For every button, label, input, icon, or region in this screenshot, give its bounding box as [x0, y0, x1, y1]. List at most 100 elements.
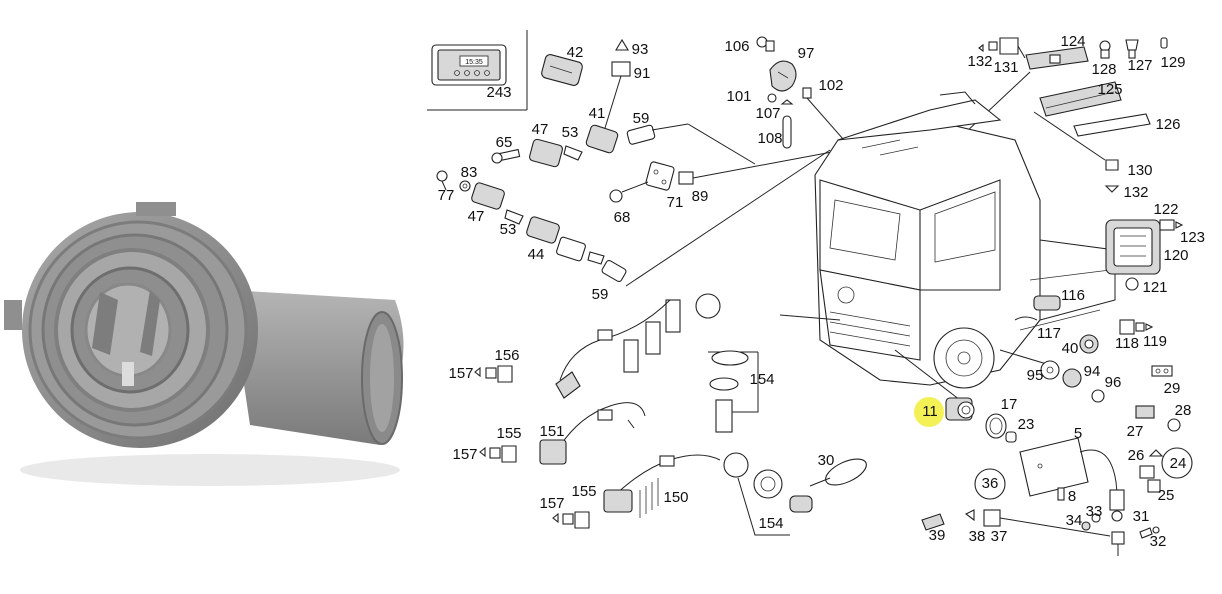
callout-154: 154 — [758, 515, 783, 532]
gasket-17 — [985, 413, 1007, 439]
callout-96: 96 — [1105, 374, 1122, 391]
callout-156: 156 — [494, 347, 519, 364]
screw-32 — [1139, 526, 1160, 539]
callout-59: 59 — [592, 286, 609, 303]
callout-127: 127 — [1127, 57, 1152, 74]
connector-122-123 — [1159, 219, 1184, 231]
callout-129: 129 — [1160, 54, 1185, 71]
bracket-29 — [1151, 365, 1173, 377]
harness-150 — [603, 454, 721, 518]
connector-26-24-25 — [1139, 447, 1193, 493]
lamp-116 — [1033, 295, 1061, 320]
parts-top-right — [914, 37, 1168, 193]
callout-11: 11 — [922, 403, 938, 420]
lamp-5 — [1019, 437, 1119, 503]
washer-set-154-top — [708, 350, 759, 433]
screw-96 — [1091, 389, 1105, 403]
callout-26: 26 — [1128, 447, 1145, 464]
callout-102: 102 — [818, 77, 843, 94]
parts-lower-middle — [474, 293, 867, 536]
connector-36-37 — [974, 468, 1125, 556]
ring-94 — [1062, 368, 1082, 388]
callout-97: 97 — [798, 45, 815, 62]
callout-40: 40 — [1062, 340, 1079, 357]
callout-150: 150 — [663, 489, 688, 506]
callout-53: 53 — [500, 221, 517, 238]
bulb-128 — [1099, 40, 1111, 59]
lens-126 — [1033, 111, 1151, 161]
callout-124: 124 — [1060, 33, 1085, 50]
inset-frame: 15:35 — [427, 30, 528, 111]
strap-30 — [809, 458, 867, 487]
callout-31: 31 — [1133, 508, 1150, 525]
callout-25: 25 — [1158, 487, 1175, 504]
connector-157-155-mid — [479, 445, 517, 463]
bulb-23 — [1005, 431, 1017, 443]
callout-107: 107 — [755, 105, 780, 122]
callout-125: 125 — [1097, 81, 1122, 98]
rod-108 — [780, 99, 794, 149]
connector-157-155-low — [552, 511, 590, 529]
callout-41: 41 — [589, 105, 606, 122]
socket-11 — [945, 397, 975, 421]
lamp-44 — [526, 216, 605, 265]
lamp-41 — [585, 124, 619, 154]
callout-39: 39 — [929, 527, 946, 544]
callout-151: 151 — [539, 423, 564, 440]
callout-44: 44 — [528, 246, 545, 263]
callout-157: 157 — [539, 495, 564, 512]
parts-upper-left — [436, 38, 833, 287]
callout-33: 33 — [1086, 503, 1103, 520]
display-module-243: 15:35 — [431, 44, 507, 86]
lamp-125 — [1039, 81, 1122, 117]
callout-27: 27 — [1127, 423, 1144, 440]
screw-77-83 — [436, 170, 471, 192]
callout-155: 155 — [571, 483, 596, 500]
callout-132: 132 — [967, 53, 992, 70]
washer-34 — [1081, 521, 1091, 531]
callout-34: 34 — [1066, 512, 1083, 529]
screw-106 — [756, 36, 775, 52]
harness-156 — [555, 299, 671, 399]
screw-28 — [1167, 418, 1181, 432]
bracket-27 — [1135, 405, 1155, 419]
callout-157: 157 — [452, 446, 477, 463]
bracket-71 — [645, 161, 675, 191]
callout-59: 59 — [633, 110, 650, 127]
bulb-38 — [964, 509, 975, 522]
callout-8: 8 — [1068, 488, 1076, 505]
ring-40 — [1079, 334, 1099, 354]
bulb-socket-photo — [4, 202, 404, 486]
callout-154: 154 — [749, 371, 774, 388]
lamp-117 — [1014, 316, 1038, 321]
bulb-121 — [1125, 277, 1139, 291]
bulb-129 — [1160, 37, 1168, 49]
callout-122: 122 — [1153, 201, 1178, 218]
callout-119: 119 — [1143, 333, 1167, 350]
callout-77: 77 — [438, 187, 455, 204]
callout-121: 121 — [1142, 279, 1167, 296]
truck-cab — [779, 91, 1116, 401]
callout-132: 132 — [1123, 184, 1148, 201]
lamp-42 — [541, 54, 583, 86]
lamp-47-top — [529, 138, 563, 168]
screw-8 — [1057, 487, 1065, 501]
callout-117: 117 — [1037, 325, 1061, 342]
callout-42: 42 — [567, 44, 584, 61]
callout-116: 116 — [1061, 287, 1085, 304]
lamp-97 — [769, 60, 797, 92]
bulb-holder-31-33 — [1091, 489, 1125, 523]
washer-95 — [1040, 360, 1060, 380]
parts-lower-right — [914, 397, 1193, 556]
callout-91: 91 — [634, 65, 651, 82]
screw-65 — [491, 148, 521, 164]
clip-39 — [921, 513, 945, 531]
callout-155: 155 — [496, 425, 521, 442]
bulb-130-132 — [1104, 159, 1120, 193]
callout-5: 5 — [1074, 425, 1082, 442]
callout-32: 32 — [1150, 533, 1167, 550]
callout-130: 130 — [1127, 162, 1152, 179]
callout-28: 28 — [1175, 402, 1192, 419]
connector-157-156 — [474, 365, 513, 383]
callout-101: 101 — [726, 88, 751, 105]
